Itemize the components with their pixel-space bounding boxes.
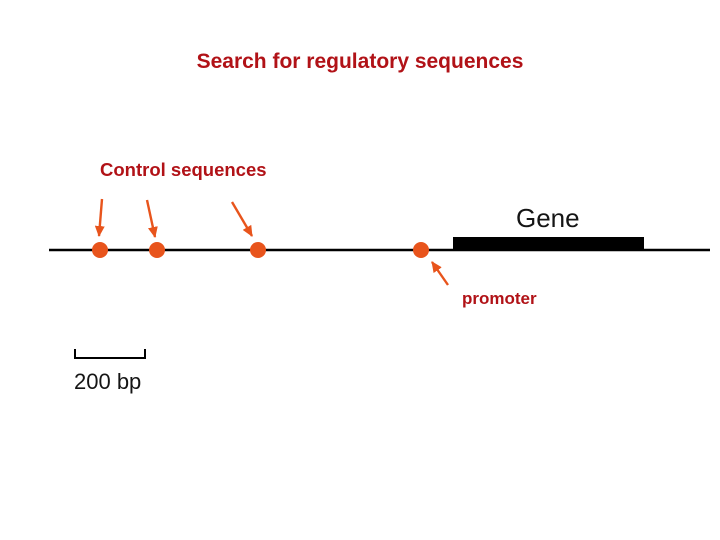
scale-bar-bracket [74, 349, 146, 359]
scale-bar-label: 200 bp [74, 369, 142, 394]
arrow-to-site-1-icon [94, 198, 105, 237]
promoter-label: promoter [462, 289, 537, 308]
promoter-site-dot [413, 242, 429, 258]
arrow-to-site-3-icon [230, 201, 254, 237]
control-site-dot-3 [250, 242, 266, 258]
arrow-to-promoter-icon [431, 261, 449, 286]
control-site-dot-2 [149, 242, 165, 258]
slide-title: Search for regulatory sequences [196, 50, 524, 73]
gene-bar [453, 237, 644, 251]
gene-label: Gene [516, 203, 580, 233]
arrow-to-site-2-icon [145, 199, 158, 238]
control-site-dot-1 [92, 242, 108, 258]
control-sequences-label: Control sequences [100, 159, 267, 180]
